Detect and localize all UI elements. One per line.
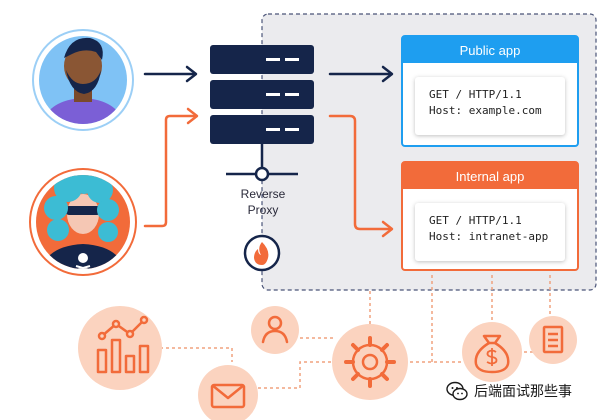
gear-icon [344,336,396,388]
money-bag-icon [474,334,510,374]
arrow-attacker-to-proxy [143,107,199,228]
reverse-proxy-server [210,45,314,182]
attacker-avatar [29,168,137,276]
arrow-user-to-proxy [143,65,198,83]
analytics-node [78,306,162,390]
document-icon [542,325,564,354]
proxy-label-line1: Reverse [240,187,286,201]
public-host-line: Host: example.com [429,104,542,117]
account-node [251,306,299,354]
watermark: 后端面试那些事 [446,380,572,402]
public-request-line: GET / HTTP/1.1 [429,88,522,101]
user-avatar [32,29,134,131]
internal-service-connectors [160,275,551,389]
mail-icon [210,383,246,409]
proxy-label-line2: Proxy [247,203,279,217]
fire-badge [243,234,281,272]
internal-app-request: GET / HTTP/1.1 Host: intranet-app [415,203,565,261]
billing-node [462,322,522,382]
arrow-proxy-to-public [328,65,394,83]
internal-app-box: Internal app GET / HTTP/1.1 Host: intran… [401,161,579,271]
server-icon [210,45,314,144]
public-app-box: Public app GET / HTTP/1.1 Host: example.… [401,35,579,147]
docs-node [529,316,577,364]
fire-icon [254,242,269,265]
person-icon [261,315,289,344]
arrow-proxy-to-internal [328,114,394,238]
watermark-text: 后端面试那些事 [474,383,572,399]
public-app-request: GET / HTTP/1.1 Host: example.com [415,77,565,135]
mail-node [198,365,258,420]
wechat-icon [446,381,468,401]
internal-host-line: Host: intranet-app [429,230,549,243]
settings-node [332,324,408,400]
chart-icon [96,315,150,374]
internal-request-line: GET / HTTP/1.1 [429,214,522,227]
internal-app-title: Internal app [403,163,577,189]
reverse-proxy-label: Reverse Proxy [226,186,300,218]
public-app-title: Public app [403,37,577,63]
